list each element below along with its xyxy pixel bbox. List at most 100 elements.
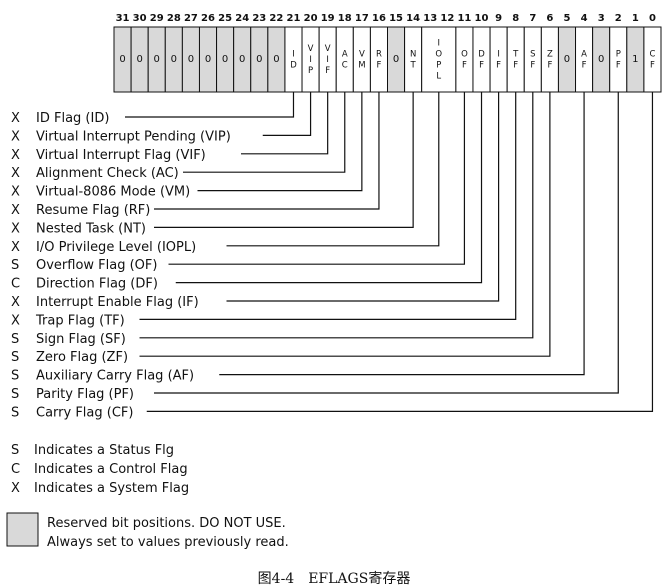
bit-value: 0: [273, 54, 279, 65]
bit-number: 10: [475, 13, 489, 24]
flag-name: Virtual Interrupt Pending (VIP): [36, 129, 231, 144]
leader-line: [139, 92, 517, 320]
bit-number: 25: [218, 13, 232, 24]
flag-type-code: S: [11, 387, 19, 402]
bit-cell: [609, 26, 628, 93]
bit-number: 28: [167, 13, 181, 24]
flag-type-code: X: [11, 148, 20, 163]
leader-line: [146, 92, 654, 412]
flag-leader-lines: [125, 92, 654, 412]
bit-value: 0: [222, 54, 228, 65]
leader-line: [241, 92, 329, 155]
bit-number: 5: [564, 13, 571, 24]
bit-number: 2: [615, 13, 622, 24]
flag-name: Interrupt Enable Flag (IF): [36, 295, 199, 310]
legend-code: S: [11, 443, 19, 458]
leader-line: [125, 92, 295, 118]
flag-name: Alignment Check (AC): [36, 166, 179, 181]
bit-cell: [284, 26, 303, 93]
bit-number: 22: [269, 13, 283, 24]
bit-cell: [404, 26, 423, 93]
flag-type-code: S: [11, 405, 19, 420]
bit-number: 6: [546, 13, 553, 24]
leader-line: [154, 92, 414, 228]
flag-type-code: X: [11, 240, 20, 255]
bit-cell: [506, 26, 525, 93]
leader-line: [175, 92, 483, 284]
leader-line: [154, 92, 380, 210]
bit-number: 13: [423, 13, 437, 24]
leader-line: [168, 92, 466, 265]
bit-number: 18: [338, 13, 352, 24]
flag-name: Carry Flag (CF): [36, 405, 133, 420]
bit-number: 17: [355, 13, 369, 24]
reserved-note: Reserved bit positions. DO NOT USE. Alwa…: [6, 512, 289, 550]
bit-cell: [335, 26, 354, 93]
bit-value: 0: [171, 54, 177, 65]
bit-cell: [455, 26, 474, 93]
leader-line: [197, 92, 363, 192]
bit-number: 12: [440, 13, 454, 24]
bit-number: 4: [581, 13, 588, 24]
bit-cell: [489, 26, 508, 93]
bit-cell: [352, 26, 371, 93]
bit-value: 0: [564, 54, 570, 65]
flag-name: Zero Flag (ZF): [36, 350, 128, 365]
figure-caption: 图4-4 EFLAGS寄存器: [258, 570, 411, 587]
bit-value: 0: [598, 54, 604, 65]
bit-number: 1: [632, 13, 639, 24]
bit-value: 0: [393, 54, 399, 65]
bit-number: 16: [372, 13, 386, 24]
leader-line: [219, 92, 585, 376]
legend-description: Indicates a Control Flag: [34, 462, 188, 477]
flag-name: Parity Flag (PF): [36, 387, 134, 402]
flag-name: Direction Flag (DF): [36, 277, 158, 292]
bit-number: 31: [116, 13, 130, 24]
flag-name: Trap Flag (TF): [35, 313, 125, 328]
flag-type-code: C: [11, 277, 20, 292]
flag-type-code: X: [11, 166, 20, 181]
bit-cell: [523, 26, 542, 93]
bit-number: 19: [321, 13, 335, 24]
flag-type-code: X: [11, 129, 20, 144]
flag-name: Auxiliary Carry Flag (AF): [36, 369, 194, 384]
bit-number: 27: [184, 13, 198, 24]
flag-name: Resume Flag (RF): [36, 203, 150, 218]
flag-type-code: X: [11, 203, 20, 218]
leader-line: [262, 92, 312, 136]
bit-number: 7: [529, 13, 536, 24]
reserved-note-line1: Reserved bit positions. DO NOT USE.: [47, 516, 286, 531]
leader-line: [154, 92, 619, 394]
bit-number: 9: [495, 13, 502, 24]
flag-name: I/O Privilege Level (IOPL): [36, 240, 196, 255]
leader-line: [139, 92, 551, 357]
leader-line: [183, 92, 346, 173]
bit-value: 0: [136, 54, 142, 65]
legend-code: X: [11, 481, 20, 496]
bit-number: 24: [235, 13, 249, 24]
flag-type-code: S: [11, 332, 19, 347]
bit-value: 0: [256, 54, 262, 65]
leader-line: [226, 92, 440, 247]
bit-number: 30: [133, 13, 147, 24]
bit-number: 15: [389, 13, 403, 24]
bit-number: 20: [304, 13, 318, 24]
bit-number: 23: [252, 13, 266, 24]
bit-number: 11: [457, 13, 471, 24]
flag-type-code: X: [11, 313, 20, 328]
bit-number: 8: [512, 13, 519, 24]
